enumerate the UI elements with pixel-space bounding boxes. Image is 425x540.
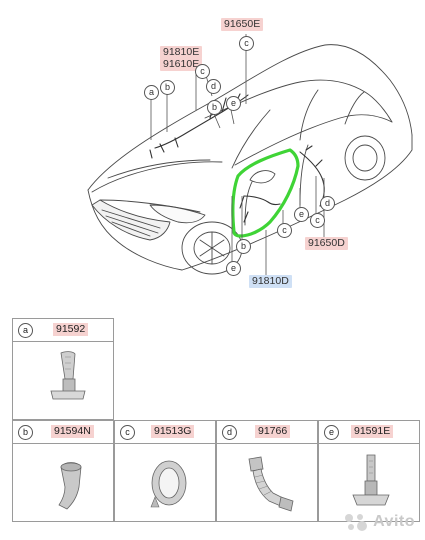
part-letter: d [222, 425, 237, 440]
part-number: 91592 [53, 323, 89, 336]
callout-c: c [310, 213, 325, 228]
part-box-header: e 91591E [319, 421, 419, 444]
grommet-clip-icon [50, 351, 86, 400]
part-letter: b [18, 425, 33, 440]
part-box-b: b 91594N [12, 420, 114, 522]
label-91650D: 91650D [305, 237, 348, 250]
part-number: 91591E [351, 425, 394, 438]
part-box-a: a 91592 [12, 318, 114, 420]
callout-b: b [160, 80, 175, 95]
part-letter: c [120, 425, 135, 440]
label-91650E: 91650E [221, 18, 264, 31]
boot-grommet-icon [58, 462, 82, 510]
part-letter: a [18, 323, 33, 338]
label-91610E: 91610E [160, 58, 203, 71]
bellows-tube-icon [248, 456, 294, 512]
callout-c: c [195, 64, 210, 79]
part-letter: e [324, 425, 339, 440]
callout-c: c [277, 223, 292, 238]
callout-d: d [206, 79, 221, 94]
callout-b: b [236, 239, 251, 254]
part-number: 91766 [255, 425, 291, 438]
avito-watermark: Avito [343, 512, 415, 532]
callout-b: b [207, 100, 222, 115]
callout-e: e [294, 207, 309, 222]
watermark-text: Avito [373, 513, 415, 531]
car-wiring-diagram: 91650E 91810E 91610E 91650D 91810D c c a… [87, 18, 413, 288]
callout-a: a [144, 85, 159, 100]
car-outline [87, 34, 413, 282]
part-number: 91594N [51, 425, 94, 438]
part-box-e: e 91591E [318, 420, 420, 522]
part-box-c: c 91513G [114, 420, 216, 522]
label-91810D: 91810D [249, 275, 292, 288]
part-box-header: c 91513G [115, 421, 215, 444]
part-box-d: d 91766 [216, 420, 318, 522]
part-box-header: b 91594N [13, 421, 113, 444]
label-91810E: 91810E [160, 46, 203, 59]
callout-e: e [226, 96, 241, 111]
callout-e: e [226, 261, 241, 276]
part-number: 91513G [151, 425, 195, 438]
highlighted-door-harness [231, 148, 300, 238]
callout-d: d [320, 196, 335, 211]
part-box-header: d 91766 [217, 421, 317, 444]
callout-c: c [239, 36, 254, 51]
part-box-header: a 91592 [13, 319, 113, 342]
round-grommet-icon [150, 460, 187, 508]
avito-logo-icon [345, 514, 368, 531]
harness-protector-icon [352, 454, 390, 506]
